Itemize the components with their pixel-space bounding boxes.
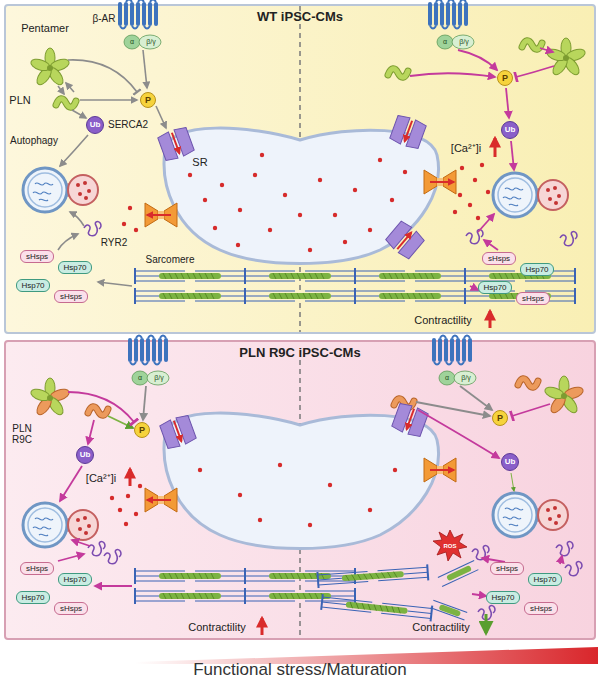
chaperone-box: Hsp70 — [16, 591, 50, 604]
cell-panel: PLN R9C iPSC-CMsPUbsHspsHsp70Hsp70sHspsP… — [4, 340, 596, 640]
chaperone-box: sHsps — [54, 602, 88, 615]
label-text: β/γ — [459, 38, 468, 46]
label-text: Contractility — [412, 621, 469, 633]
chaperone-box: sHsps — [490, 562, 524, 575]
node-text: Ub — [90, 121, 101, 129]
label-text: PLN R9C — [9, 423, 35, 445]
label-text: PLN — [9, 94, 30, 106]
phospho-circle: P — [497, 70, 513, 86]
node-text: Ub — [505, 458, 516, 466]
node-text: Hsp70 — [533, 576, 556, 584]
label-text: Contractility — [188, 621, 245, 633]
phospho-circle: P — [492, 410, 508, 426]
node-text: Hsp70 — [63, 576, 86, 584]
node-text: sHsps — [60, 605, 82, 613]
chaperone-box: sHsps — [20, 250, 54, 263]
label-text: [Ca²⁺]i — [86, 472, 116, 484]
cell-panel: WT iPSC-CMsPUbsHspsHsp70Hsp70sHspsPUbsHs… — [4, 4, 596, 334]
node-text: Hsp70 — [483, 284, 506, 292]
label-text: Sarcomere — [146, 254, 195, 265]
label-text: Autophagy — [10, 135, 58, 146]
chaperone-box: Hsp70 — [58, 261, 92, 274]
label-text: β/γ — [146, 38, 155, 46]
panel-title: PLN R9C iPSC-CMs — [239, 346, 360, 359]
label-text: ROS — [443, 543, 456, 550]
label-text: Functional stress/Maturation — [193, 661, 407, 679]
label-text: β/γ — [461, 374, 470, 382]
panel-title: WT iPSC-CMs — [257, 10, 343, 23]
chaperone-box: Hsp70 — [520, 263, 554, 276]
phospho-circle: P — [134, 422, 150, 438]
chaperone-box: Hsp70 — [478, 281, 512, 294]
node-text: sHsps — [530, 605, 552, 613]
chaperone-box: sHsps — [20, 562, 54, 575]
node-text: P — [139, 426, 145, 435]
chaperone-box: sHsps — [54, 290, 88, 303]
chaperone-box: Hsp70 — [486, 591, 520, 604]
node-text: Hsp70 — [21, 282, 44, 290]
label-text: Pentamer — [21, 22, 69, 34]
label-text: α — [130, 38, 134, 46]
chaperone-box: Hsp70 — [528, 573, 562, 586]
node-text: P — [502, 74, 508, 83]
chaperone-box: sHsps — [516, 292, 550, 305]
ubiquitin-circle: Ub — [501, 121, 519, 139]
node-text: P — [145, 96, 151, 105]
node-text: sHsps — [522, 295, 544, 303]
label-text: SERCA2 — [108, 119, 148, 130]
chaperone-box: Hsp70 — [58, 573, 92, 586]
node-text: P — [497, 414, 503, 423]
label-text: β/γ — [154, 374, 163, 382]
label-text: β-AR — [93, 13, 116, 24]
node-text: Hsp70 — [21, 594, 44, 602]
node-text: sHsps — [60, 293, 82, 301]
label-text: [Ca²⁺]i — [451, 142, 481, 154]
label-text: α — [443, 38, 447, 46]
node-text: sHsps — [496, 565, 518, 573]
node-text: sHsps — [26, 565, 48, 573]
label-text: α — [445, 374, 449, 382]
node-text: Hsp70 — [525, 266, 548, 274]
ubiquitin-circle: Ub — [501, 453, 519, 471]
label-text: Contractility — [414, 314, 471, 326]
node-text: sHsps — [488, 255, 510, 263]
ubiquitin-circle: Ub — [76, 446, 94, 464]
label-text: SR — [192, 156, 207, 168]
node-text: sHsps — [26, 253, 48, 261]
phospho-circle: P — [140, 92, 156, 108]
node-text: Hsp70 — [491, 594, 514, 602]
node-text: Hsp70 — [63, 264, 86, 272]
ubiquitin-circle: Ub — [86, 116, 104, 134]
chaperone-box: sHsps — [482, 252, 516, 265]
node-text: Ub — [80, 451, 91, 459]
label-text: α — [138, 374, 142, 382]
label-text: RYR2 — [101, 237, 128, 248]
chaperone-box: sHsps — [524, 602, 558, 615]
chaperone-box: Hsp70 — [16, 279, 50, 292]
node-text: Ub — [505, 126, 516, 134]
